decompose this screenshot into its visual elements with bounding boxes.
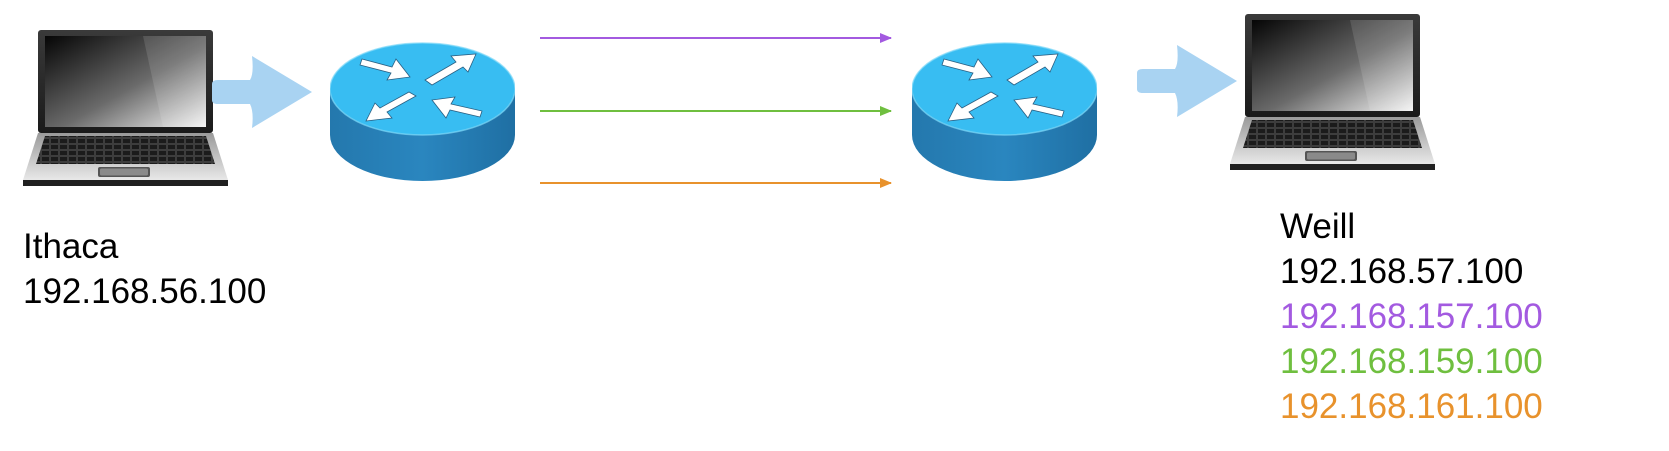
host-ip: 192.168.56.100	[23, 272, 267, 311]
host-ip-purple: 192.168.157.100	[1280, 297, 1543, 336]
router-icon	[330, 42, 515, 182]
laptop-icon	[23, 30, 228, 186]
host-label-ithaca: Ithaca 192.168.56.100	[23, 226, 266, 316]
host-ip-orange: 192.168.161.100	[1280, 387, 1543, 426]
host-ip-green: 192.168.159.100	[1280, 342, 1543, 381]
host-name: Ithaca	[23, 227, 119, 266]
host-ip: 192.168.57.100	[1280, 252, 1524, 291]
flow-arrow-icon	[1137, 45, 1237, 117]
router-icon	[912, 42, 1097, 182]
host-label-weill: Weill 192.168.57.100 192.168.157.100 192…	[1280, 206, 1543, 431]
laptop-icon	[1230, 14, 1435, 170]
host-name: Weill	[1280, 207, 1356, 246]
flow-arrow-icon	[212, 56, 312, 128]
